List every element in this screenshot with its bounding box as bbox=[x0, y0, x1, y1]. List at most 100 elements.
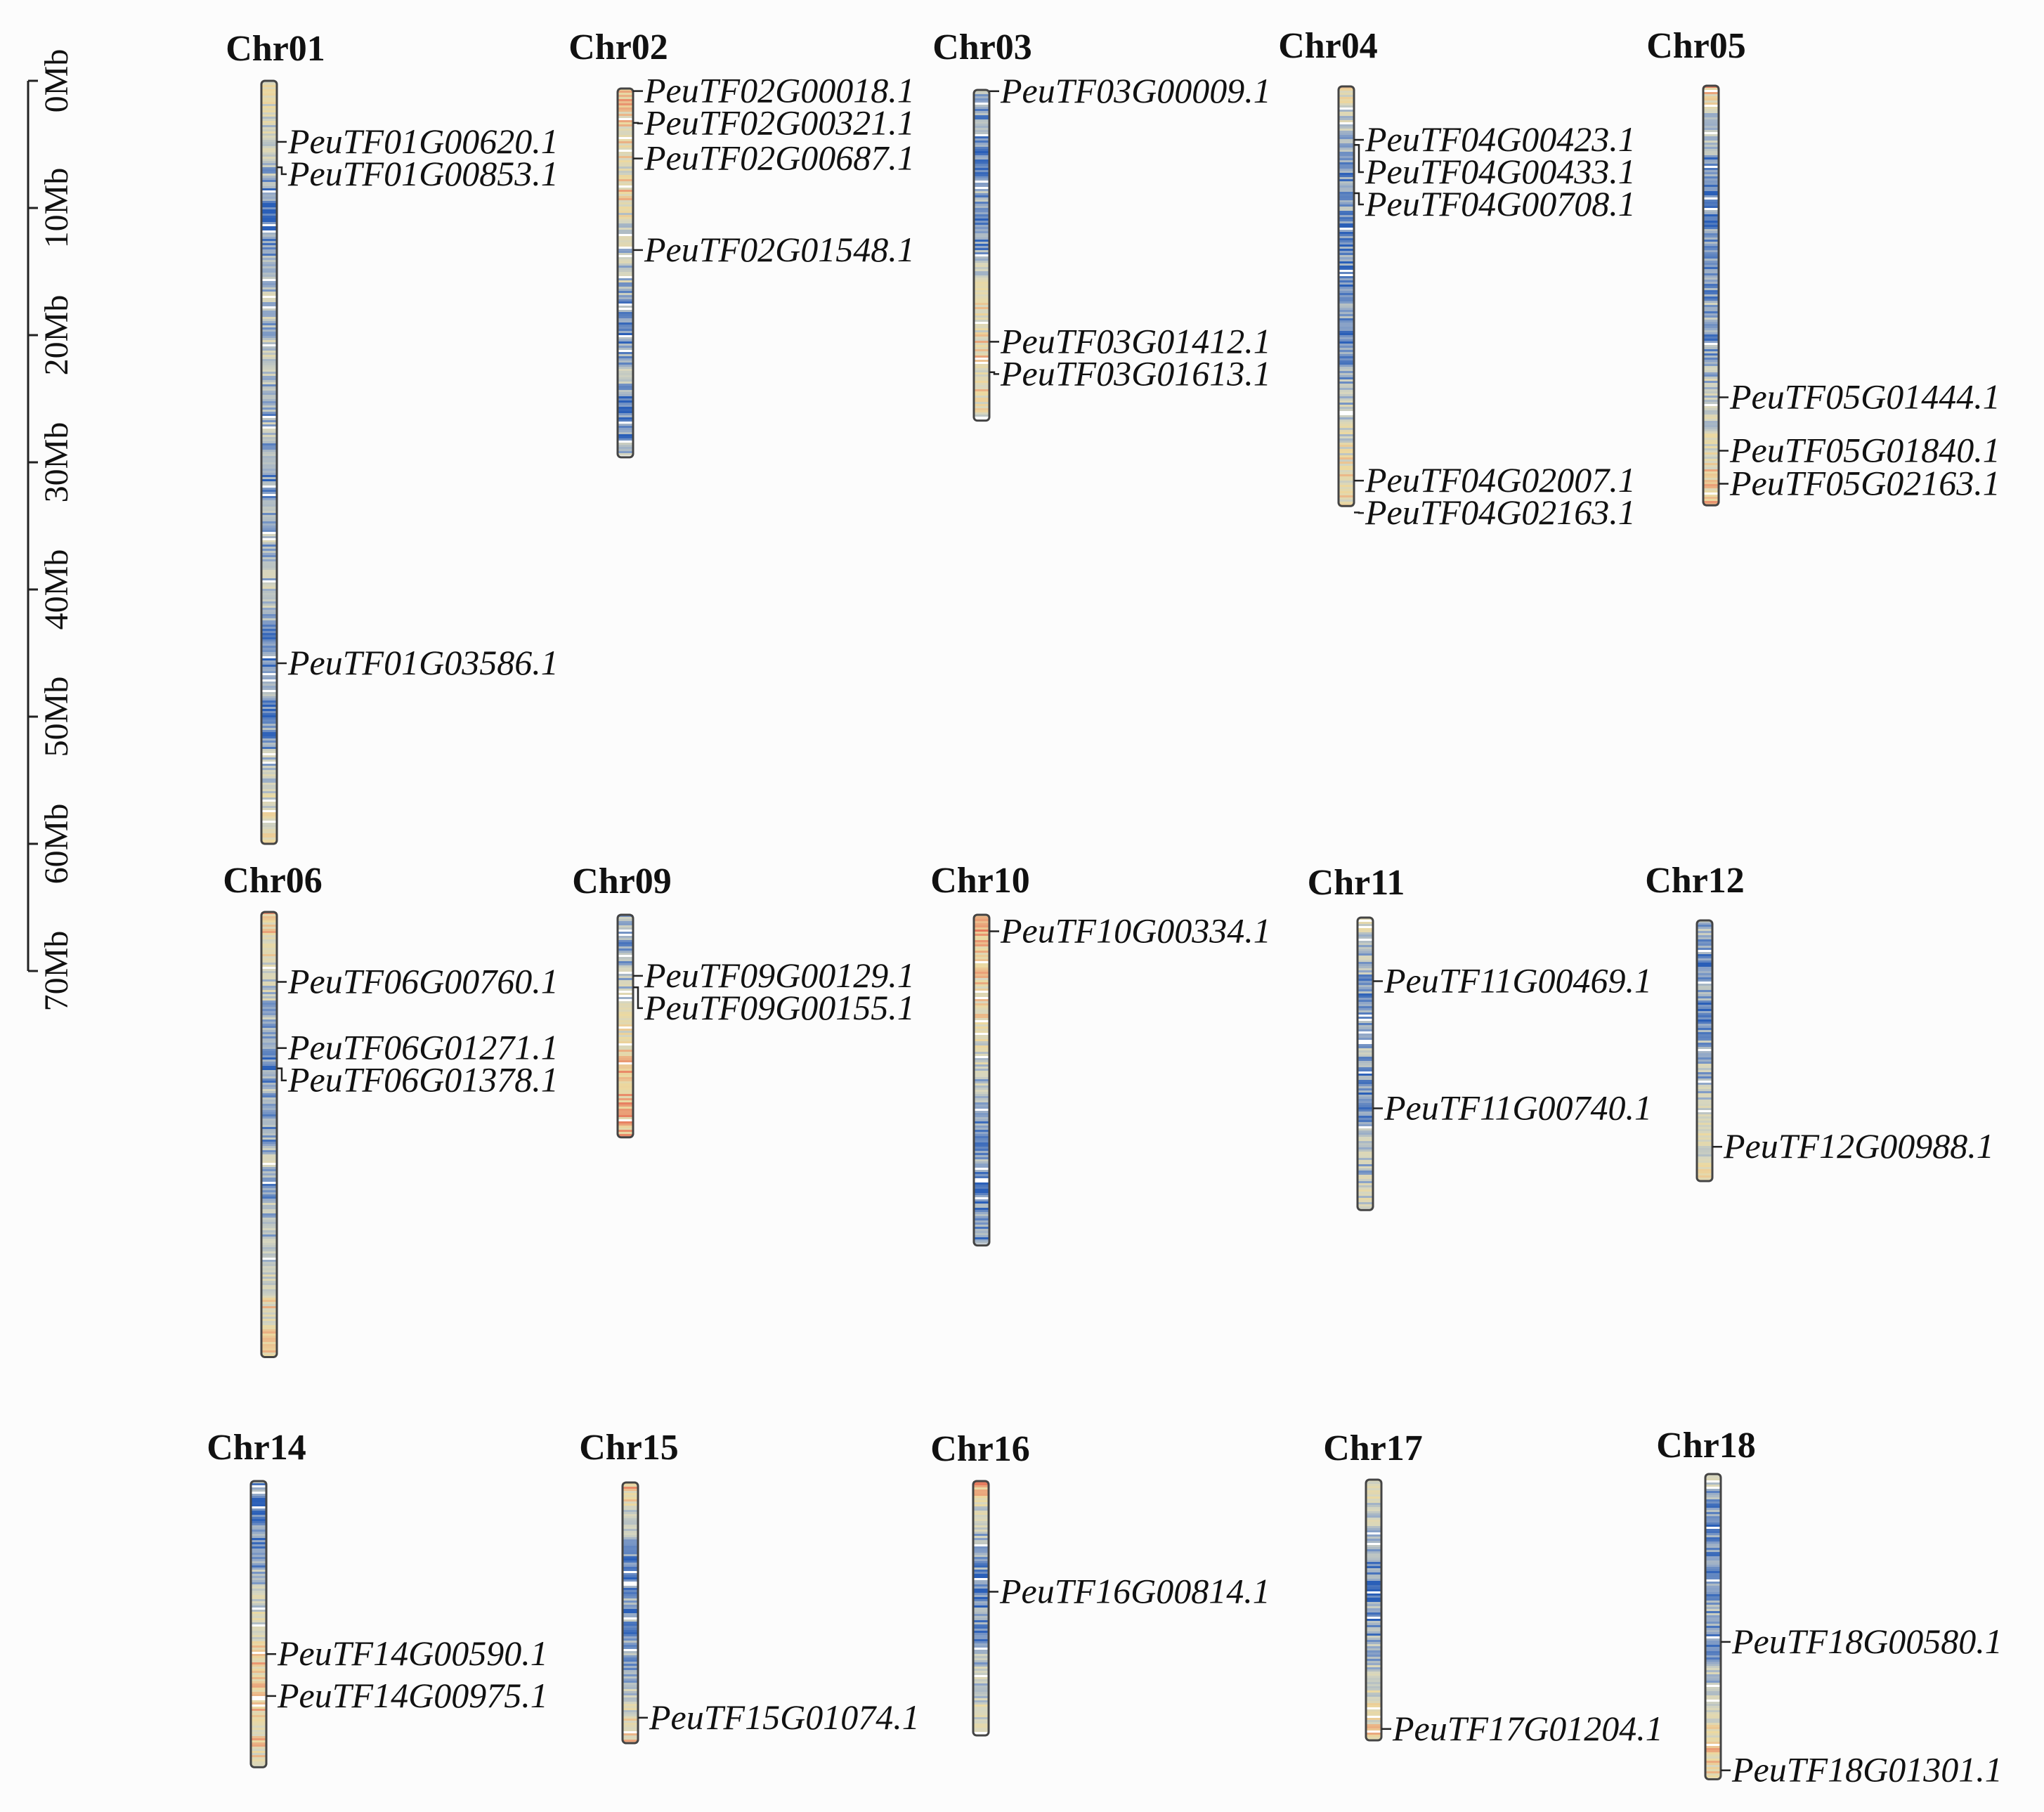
density-stripe bbox=[261, 912, 277, 915]
density-stripe bbox=[1339, 350, 1354, 353]
density-stripe bbox=[1339, 358, 1354, 361]
density-stripe bbox=[251, 1567, 266, 1570]
density-stripe bbox=[1697, 973, 1712, 976]
density-stripe bbox=[261, 348, 277, 351]
density-stripe bbox=[974, 961, 989, 964]
density-stripe bbox=[251, 1572, 266, 1575]
density-stripe bbox=[1358, 939, 1373, 941]
density-stripe bbox=[974, 1159, 989, 1162]
density-stripe bbox=[618, 963, 633, 966]
density-stripe bbox=[261, 1142, 277, 1145]
density-stripe bbox=[974, 353, 989, 356]
density-stripe bbox=[973, 1595, 989, 1598]
density-stripe bbox=[1703, 187, 1719, 190]
density-stripe bbox=[974, 934, 989, 937]
density-stripe bbox=[623, 1647, 638, 1650]
density-stripe bbox=[974, 153, 989, 156]
density-stripe bbox=[1697, 1097, 1712, 1100]
density-stripe bbox=[973, 1671, 989, 1674]
density-stripe bbox=[261, 633, 277, 636]
density-stripe bbox=[618, 167, 633, 169]
density-stripe bbox=[1358, 1010, 1373, 1013]
density-stripe bbox=[1703, 311, 1719, 314]
density-stripe bbox=[974, 212, 989, 215]
density-stripe bbox=[261, 115, 277, 117]
density-stripe bbox=[1339, 489, 1354, 492]
density-stripe bbox=[1705, 1630, 1721, 1633]
density-stripe bbox=[1703, 374, 1719, 377]
density-stripe bbox=[251, 1534, 266, 1537]
density-stripe bbox=[1358, 1156, 1373, 1159]
gene-label: PeuTF02G00687.1 bbox=[644, 138, 915, 178]
density-stripe bbox=[251, 1561, 266, 1564]
density-stripe bbox=[261, 100, 277, 103]
density-stripe bbox=[974, 172, 989, 175]
density-stripe bbox=[618, 156, 633, 159]
density-stripe bbox=[974, 1119, 989, 1122]
density-stripe bbox=[618, 137, 633, 140]
density-stripe bbox=[974, 1113, 989, 1116]
density-stripe bbox=[973, 1519, 989, 1522]
density-stripe bbox=[618, 934, 633, 937]
density-stripe bbox=[618, 449, 633, 452]
density-stripe bbox=[974, 174, 989, 177]
density-stripe bbox=[623, 1607, 638, 1610]
gene-marker-line bbox=[989, 371, 999, 375]
density-stripe bbox=[251, 1660, 266, 1663]
density-stripe bbox=[973, 1483, 989, 1486]
chromosome-chr03: Chr03PeuTF03G00009.1PeuTF03G01412.1PeuTF… bbox=[932, 27, 1271, 422]
gene-label: PeuTF14G00590.1 bbox=[277, 1634, 548, 1673]
density-stripe bbox=[623, 1594, 638, 1597]
density-stripe bbox=[974, 256, 989, 259]
chromosome-outline bbox=[1356, 916, 1374, 1211]
density-stripe bbox=[1697, 1057, 1712, 1060]
density-stripe bbox=[618, 198, 633, 201]
density-stripe bbox=[261, 591, 277, 594]
density-stripe bbox=[261, 971, 277, 974]
density-stripe bbox=[618, 316, 633, 319]
density-stripe bbox=[1339, 392, 1354, 395]
density-stripe bbox=[618, 346, 633, 348]
density-stripe bbox=[1339, 474, 1354, 477]
density-stripe bbox=[618, 105, 633, 108]
density-stripe bbox=[623, 1556, 638, 1559]
density-stripe bbox=[1339, 171, 1354, 174]
density-stripe bbox=[261, 275, 277, 278]
density-stripe bbox=[618, 356, 633, 359]
density-stripe bbox=[623, 1666, 638, 1669]
density-stripe bbox=[261, 485, 277, 488]
density-stripe bbox=[618, 360, 633, 363]
density-stripe bbox=[623, 1664, 638, 1667]
density-stripe bbox=[618, 143, 633, 146]
density-stripe bbox=[261, 732, 277, 735]
density-stripe bbox=[261, 1015, 277, 1018]
density-stripe bbox=[1703, 216, 1719, 219]
density-stripe bbox=[251, 1597, 266, 1600]
density-stripe bbox=[1703, 286, 1719, 289]
density-stripe bbox=[1703, 113, 1719, 116]
density-stripe bbox=[1705, 1550, 1721, 1553]
density-stripe bbox=[1705, 1609, 1721, 1612]
density-stripe bbox=[1703, 436, 1719, 438]
density-stripe bbox=[261, 760, 277, 762]
density-stripe bbox=[973, 1576, 989, 1579]
density-stripe bbox=[974, 976, 989, 979]
density-stripe bbox=[1339, 457, 1354, 460]
density-stripe bbox=[261, 931, 277, 934]
density-stripe bbox=[618, 1079, 633, 1082]
density-stripe bbox=[1697, 1095, 1712, 1098]
density-stripe bbox=[623, 1651, 638, 1654]
density-stripe bbox=[261, 753, 277, 756]
density-stripe bbox=[1703, 476, 1719, 478]
density-stripe bbox=[974, 181, 989, 183]
density-stripe bbox=[261, 618, 277, 621]
density-stripe bbox=[618, 1001, 633, 1004]
density-stripe bbox=[974, 1216, 989, 1219]
density-stripe bbox=[1697, 1131, 1712, 1134]
density-stripe bbox=[261, 473, 277, 476]
density-stripe bbox=[974, 178, 989, 181]
density-stripe bbox=[974, 953, 989, 956]
density-stripe bbox=[1358, 1063, 1373, 1066]
density-stripe bbox=[623, 1579, 638, 1582]
density-stripe bbox=[1697, 998, 1712, 1001]
